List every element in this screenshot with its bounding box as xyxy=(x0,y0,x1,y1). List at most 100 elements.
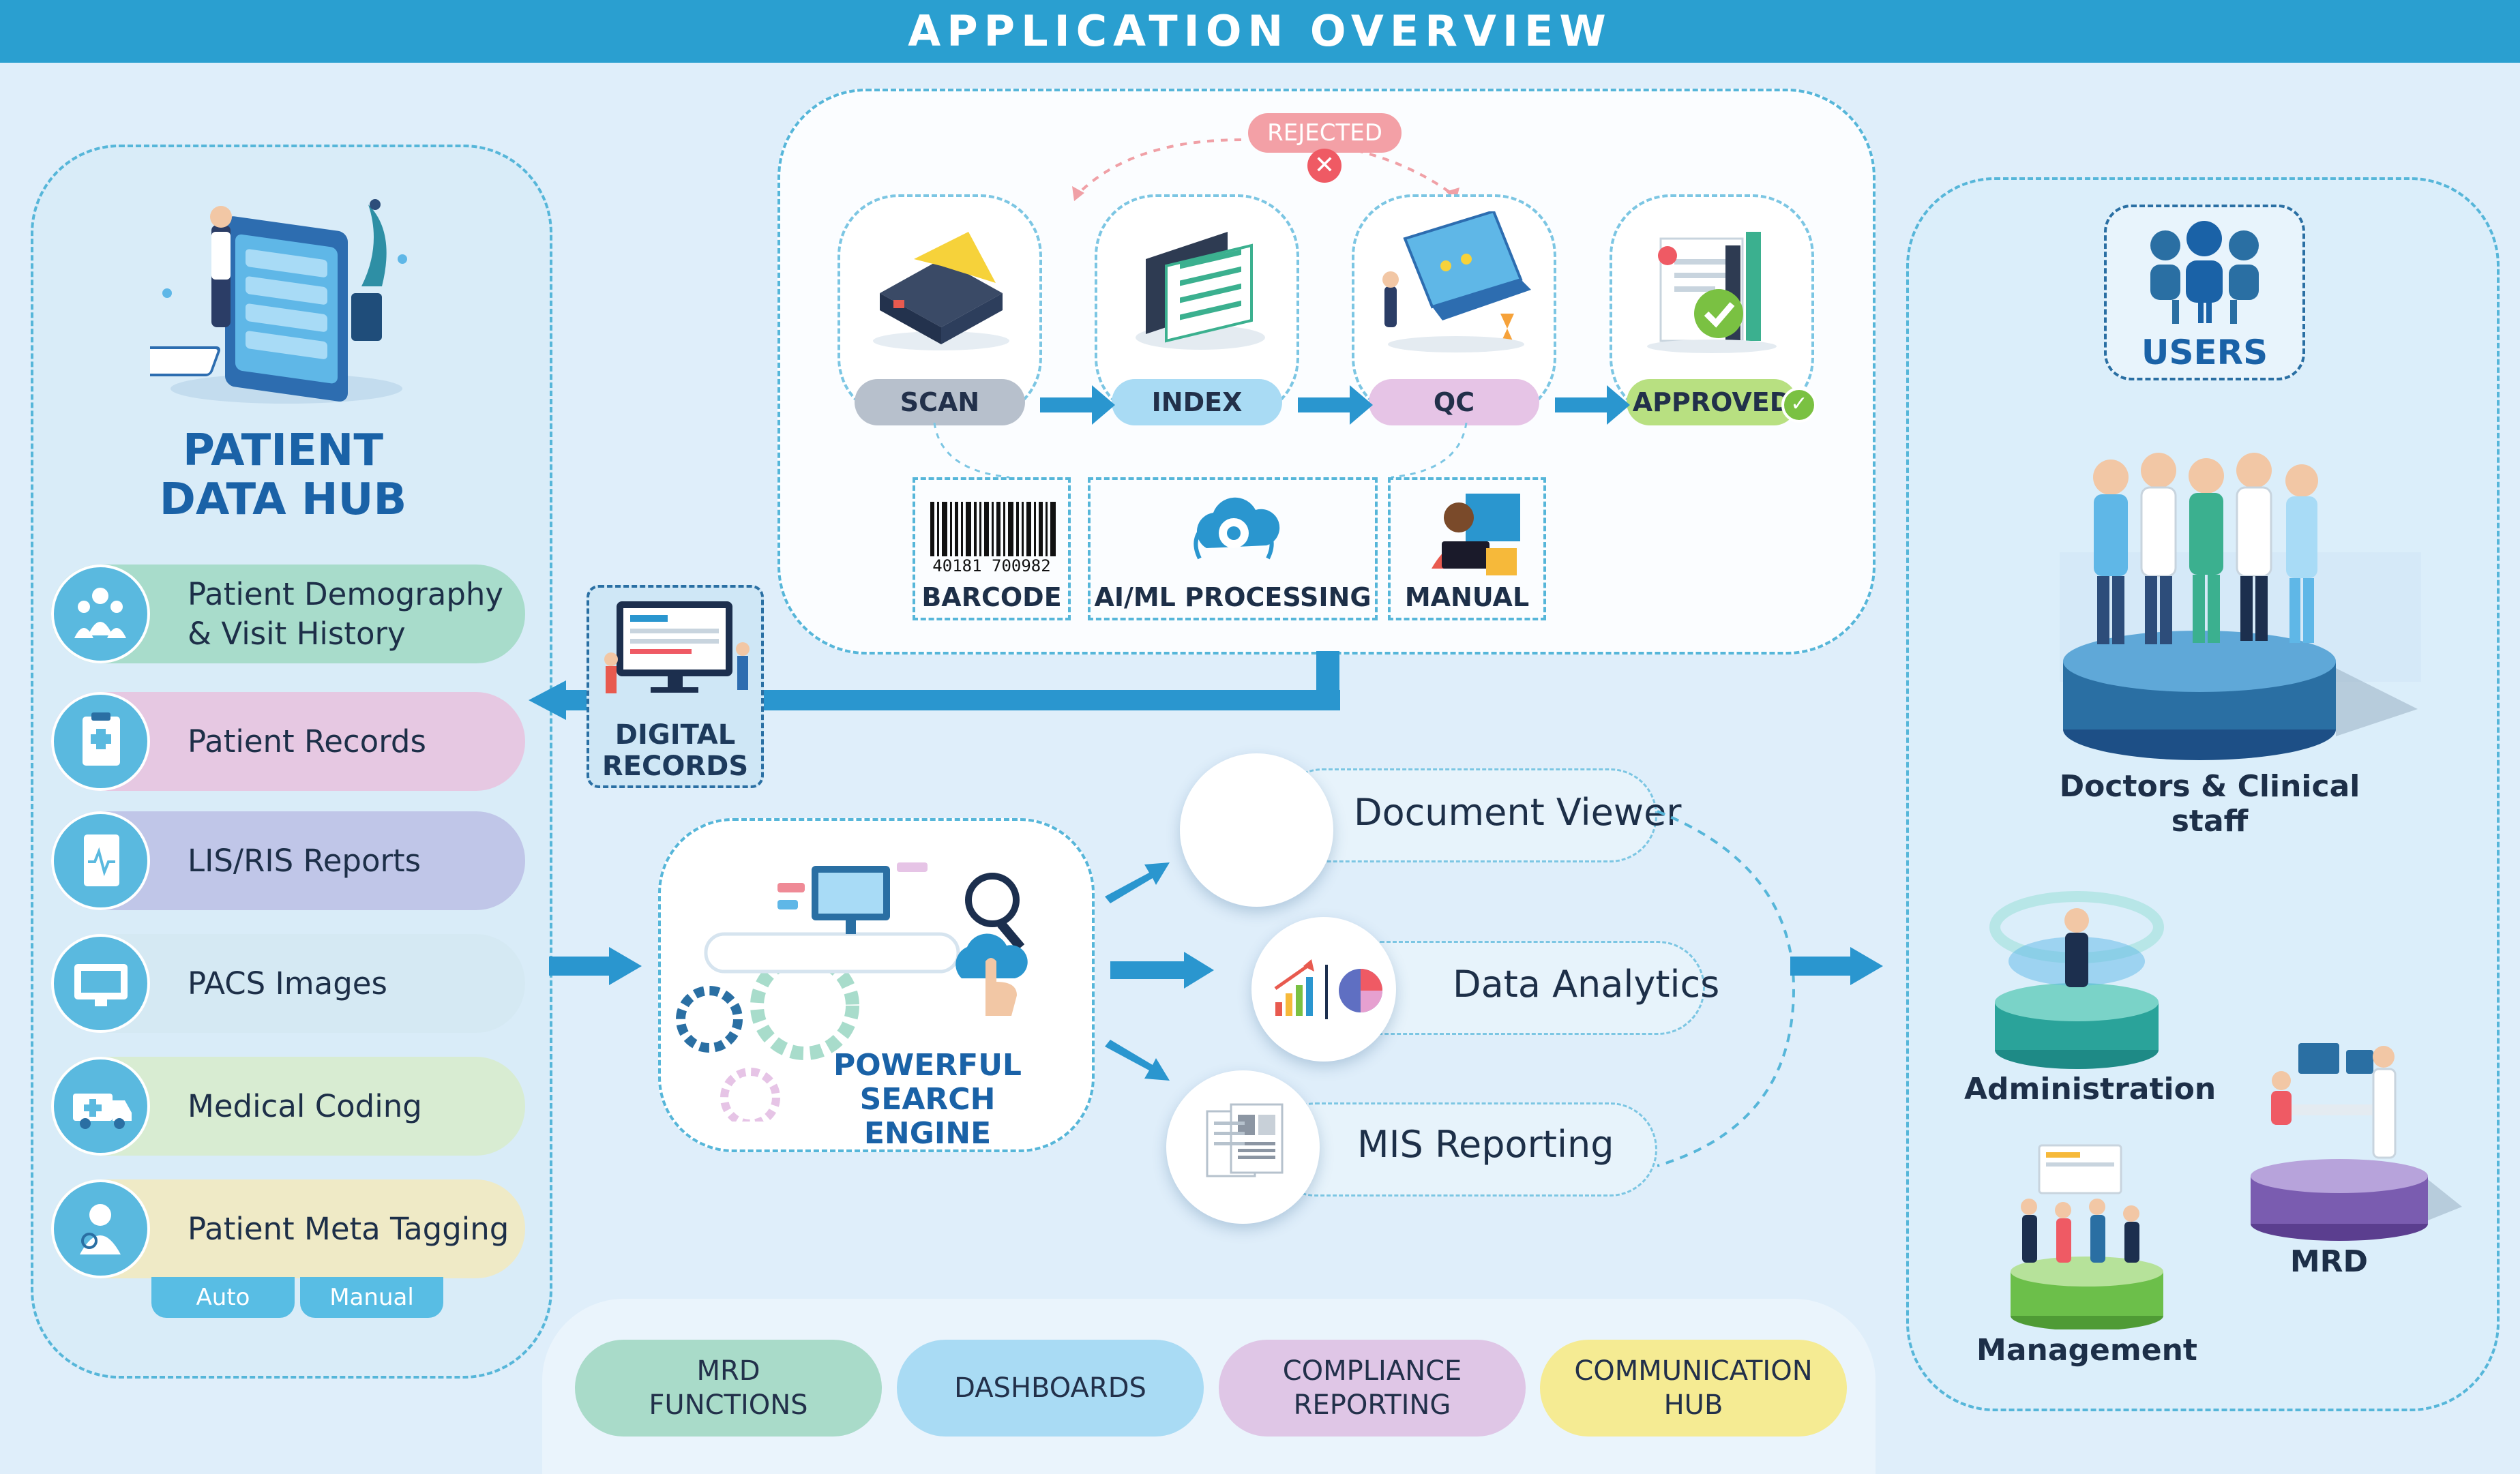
arrow-scan-to-index xyxy=(1040,385,1115,425)
report-icon xyxy=(51,811,150,910)
digital-records-box xyxy=(587,585,764,788)
patient-data-illustration xyxy=(150,199,407,404)
administration-label: Administration xyxy=(1964,1072,2217,1107)
approved-document-icon xyxy=(1647,232,1777,353)
header-bar xyxy=(0,0,2520,63)
hub-to-search-arrow-shaft xyxy=(549,957,610,976)
dashboards-label: DASHBOARDS xyxy=(954,1372,1146,1404)
tag-manual[interactable]: Manual xyxy=(300,1277,443,1318)
compliance-line1: COMPLIANCE xyxy=(1282,1355,1462,1387)
communication-line2: HUB xyxy=(1663,1389,1723,1421)
hub-title-line1: PATIENT xyxy=(183,425,383,476)
ambulance-icon xyxy=(51,1057,150,1156)
users-group-icon xyxy=(2150,221,2259,324)
patient-data-hub-title: PATIENT DATA HUB xyxy=(102,426,464,524)
hub-item-1[interactable]: Patient Demography & Visit History xyxy=(51,565,525,663)
hub-to-search-arrowhead xyxy=(609,947,642,985)
document-viewer-pill[interactable] xyxy=(1275,768,1657,862)
dashboards-pill[interactable]: DASHBOARDS xyxy=(897,1340,1204,1437)
approved-pill[interactable]: APPROVED xyxy=(1627,379,1797,425)
doctor-icon xyxy=(51,1179,150,1278)
approved-check-icon: ✓ xyxy=(1781,387,1817,423)
ai-ml-box: AI/ML PROCESSING xyxy=(1088,477,1378,620)
report-pages-icon xyxy=(1206,1103,1284,1177)
arrow-qc-to-approved xyxy=(1555,385,1630,425)
index-pill[interactable]: INDEX xyxy=(1112,379,1282,425)
to-hub-arrowhead xyxy=(529,680,566,720)
qc-pill[interactable]: QC xyxy=(1369,379,1539,425)
scanner-icon xyxy=(873,232,1009,350)
outputs-to-users-arrow-shaft xyxy=(1790,957,1852,976)
mrd-platform-illustration xyxy=(2251,1043,2462,1241)
hub-item-3[interactable]: LIS/RIS Reports xyxy=(51,811,525,910)
hub-item-4[interactable]: PACS Images xyxy=(51,934,525,1033)
barcode-label: BARCODE xyxy=(921,582,1062,612)
search-engine-line1: POWERFUL xyxy=(833,1048,1022,1083)
qc-laptop-icon xyxy=(1382,211,1531,352)
mis-reporting-icon[interactable] xyxy=(1166,1070,1320,1224)
mrd-functions-line1: MRD xyxy=(696,1355,760,1387)
management-platform-illustration xyxy=(2011,1144,2163,1329)
doctors-clinical-staff-label: Doctors & Clinical staff xyxy=(2059,769,2360,839)
data-analytics-icon[interactable] xyxy=(1251,917,1396,1062)
page-title: APPLICATION OVERVIEW xyxy=(908,6,1612,56)
rejected-badge: REJECTED xyxy=(1248,113,1402,153)
hub-item-6[interactable]: Patient Meta Tagging xyxy=(51,1179,525,1278)
digital-records-monitor-icon xyxy=(604,601,750,693)
barcode-box: 40181 700982 BARCODE xyxy=(913,477,1071,620)
mrd-functions-line2: FUNCTIONS xyxy=(649,1389,808,1421)
barcode-icon xyxy=(930,502,1056,556)
digital-records-line2: RECORDS xyxy=(602,751,749,782)
hub-item-label: Patient Records xyxy=(188,723,426,759)
mrd-label: MRD xyxy=(2289,1244,2369,1279)
scan-pill[interactable]: SCAN xyxy=(855,379,1025,425)
arrow-index-to-qc xyxy=(1298,385,1373,425)
digital-records-label: DIGITAL RECORDS xyxy=(587,719,764,782)
hub-item-label: LIS/RIS Reports xyxy=(188,842,421,879)
manual-box: MANUAL xyxy=(1388,477,1546,620)
ai-ml-label: AI/ML PROCESSING xyxy=(1094,582,1372,612)
search-to-output-arrows xyxy=(1105,862,1214,1081)
hub-title-line2: DATA HUB xyxy=(159,475,407,525)
ai-cloud-gear-icon xyxy=(1194,497,1280,560)
analytics-chart-icon xyxy=(1274,959,1382,1019)
hub-item-2[interactable]: Patient Records xyxy=(51,692,525,791)
search-engine-line2: SEARCH ENGINE xyxy=(859,1082,996,1151)
tag-auto[interactable]: Auto xyxy=(151,1277,295,1318)
search-engine-illustration xyxy=(676,862,1028,1122)
outputs-join-curve xyxy=(1657,810,1796,1167)
reject-x-icon: ✕ xyxy=(1307,149,1341,183)
index-folder-icon xyxy=(1136,232,1265,350)
workflow-down-connector xyxy=(1316,651,1339,692)
hub-item-label: Medical Coding xyxy=(188,1087,422,1124)
mis-reporting-label: MIS Reporting xyxy=(1357,1123,1614,1166)
family-icon xyxy=(51,565,150,663)
manual-label: MANUAL xyxy=(1404,582,1530,612)
communication-line1: COMMUNICATION xyxy=(1574,1355,1813,1387)
hub-item-label: Patient Demography & Visit History xyxy=(188,575,504,652)
digital-records-line1: DIGITAL xyxy=(614,719,736,751)
to-hub-connector xyxy=(563,690,590,710)
method-connector-lines xyxy=(933,423,1468,479)
management-label: Management xyxy=(1976,1333,2197,1368)
manual-worker-icon xyxy=(1432,494,1520,575)
doctors-platform-illustration xyxy=(2060,453,2421,760)
document-viewer-icon[interactable] xyxy=(1180,753,1333,907)
digital-records-connector xyxy=(764,690,1340,710)
hub-item-5[interactable]: Medical Coding xyxy=(51,1057,525,1156)
compliance-line2: REPORTING xyxy=(1293,1389,1451,1421)
data-analytics-label: Data Analytics xyxy=(1453,963,1720,1006)
hub-item-label: PACS Images xyxy=(188,965,387,1002)
hub-item-label: Patient Meta Tagging xyxy=(188,1210,509,1247)
outputs-to-users-arrowhead xyxy=(1850,947,1883,985)
xray-icon xyxy=(51,934,150,1033)
users-title: USERS xyxy=(2141,333,2268,372)
clipboard-icon xyxy=(51,692,150,791)
mis-reporting-pill[interactable] xyxy=(1269,1102,1657,1197)
document-viewer-label: Document Viewer xyxy=(1354,791,1682,834)
search-engine-title: POWERFUL SEARCH ENGINE xyxy=(805,1049,1050,1151)
administration-platform-illustration xyxy=(1989,891,2164,1069)
